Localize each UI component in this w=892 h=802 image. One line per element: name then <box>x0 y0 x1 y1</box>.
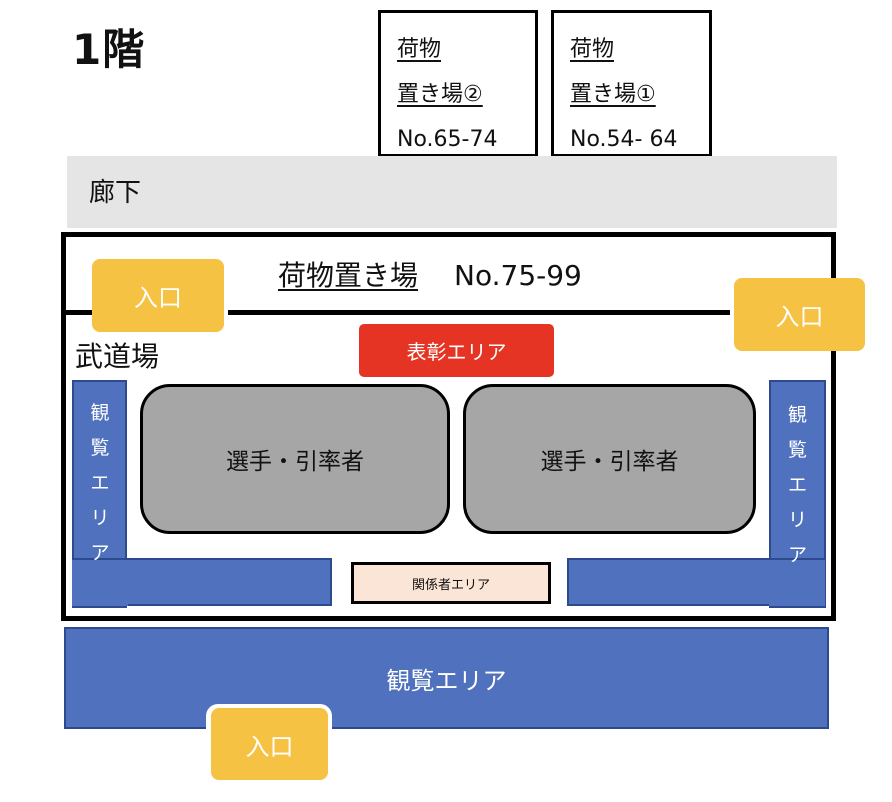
hall-storage-label: 荷物置き場 No.75-99 <box>278 254 582 294</box>
hall-storage-numbers: No.75-99 <box>454 259 582 292</box>
entrance-bottom: 入口 <box>211 708 328 780</box>
dojo-label: 武道場 <box>75 340 160 373</box>
spectator-right-label: 観 覧 エ リ ア <box>769 398 826 573</box>
spectator-left-char: 観 <box>90 402 110 424</box>
corridor-label: 廊下 <box>89 178 142 208</box>
spectator-right-char: 観 <box>787 404 807 426</box>
storage-1-line2: 置き場① <box>570 82 656 107</box>
storage-1-line1: 荷物 <box>570 37 615 62</box>
spectator-left-char: リ <box>90 507 110 529</box>
spectator-left-label: 観 覧 エ リ ア <box>72 396 128 571</box>
floor-label: 1階 <box>72 25 146 74</box>
staff-area: 関係者エリア <box>351 562 551 604</box>
spectator-left-char: ア <box>90 542 110 564</box>
storage-2-numbers: No.65-74 <box>397 127 498 152</box>
storage-area-2: 荷物 置き場② No.65-74 <box>378 10 538 157</box>
spectator-bottom-label: 観覧エリア <box>386 666 507 695</box>
spectator-right-char: リ <box>787 509 807 531</box>
hall-storage-name: 荷物置き場 <box>278 259 419 292</box>
storage-divider-left <box>66 310 92 315</box>
spectator-left-char: エ <box>90 472 110 494</box>
spectator-area-bottom <box>64 627 829 729</box>
athlete-area-left: 選手・引率者 <box>140 384 450 534</box>
spectator-right-char: エ <box>787 474 807 496</box>
entrance-left: 入口 <box>92 259 224 332</box>
corridor: 廊下 <box>67 156 837 228</box>
spectator-right-char: ア <box>787 544 807 566</box>
storage-1-numbers: No.54- 64 <box>570 127 678 152</box>
storage-2-line2: 置き場② <box>397 82 483 107</box>
storage-area-1: 荷物 置き場① No.54- 64 <box>551 10 712 157</box>
award-area: 表彰エリア <box>359 324 554 377</box>
entrance-right: 入口 <box>734 278 865 351</box>
storage-divider-right <box>228 310 730 315</box>
spectator-right-char: 覧 <box>787 439 807 461</box>
spectator-left-joint <box>72 560 128 606</box>
athlete-area-right: 選手・引率者 <box>463 384 756 534</box>
storage-2-line1: 荷物 <box>397 37 442 62</box>
spectator-left-char: 覧 <box>90 437 110 459</box>
spectator-right-joint <box>769 560 825 606</box>
